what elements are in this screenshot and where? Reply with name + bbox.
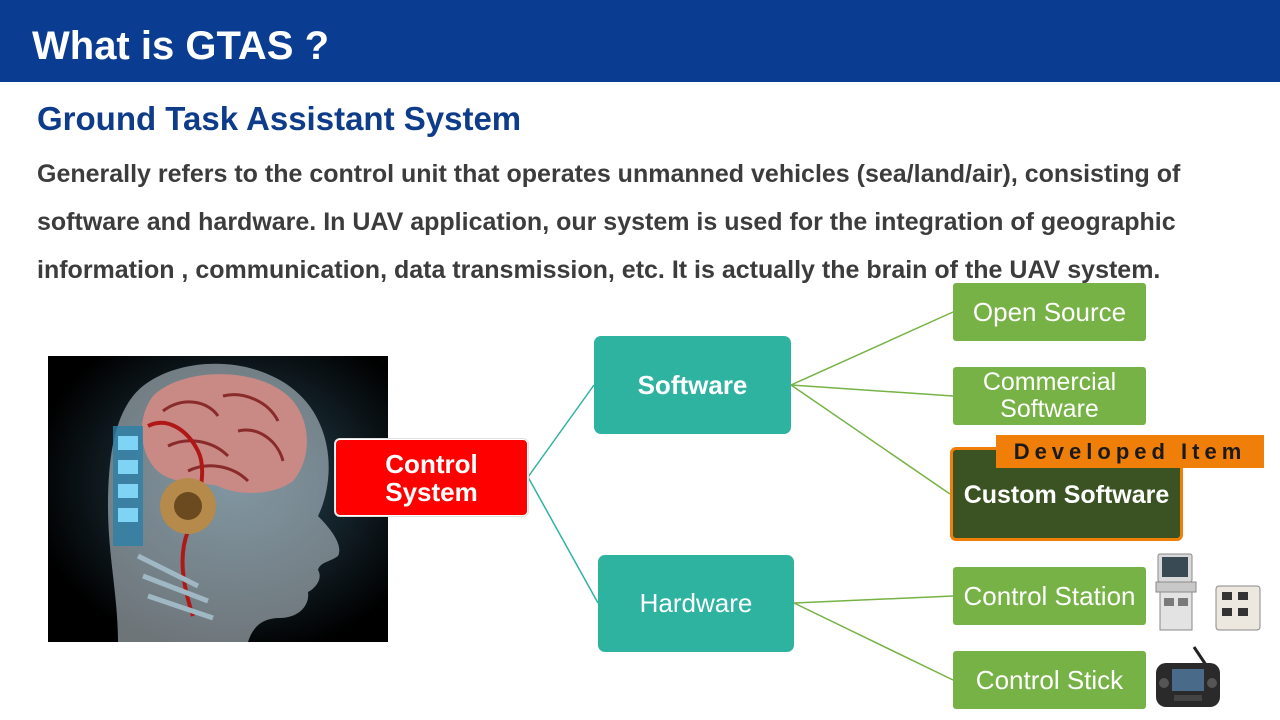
link-hardware-station [793, 595, 954, 604]
cyborg-head-image [48, 356, 388, 642]
node-control-stick-label: Control Stick [975, 664, 1124, 695]
node-control-stick: Control Stick [953, 651, 1146, 709]
node-control-system-line1: Control [385, 448, 478, 479]
link-root-software [527, 384, 595, 478]
link-software-open [790, 311, 954, 386]
link-hardware-stick [793, 602, 954, 681]
link-software-commercial [790, 384, 954, 397]
title-bar: What is GTAS ? [0, 0, 1280, 82]
subtitle: Ground Task Assistant System [37, 100, 522, 137]
node-hardware-label: Hardware [639, 588, 753, 618]
node-software-label: Software [637, 369, 748, 400]
handheld-controller-device-image [1156, 646, 1220, 707]
node-open-source-label: Open Source [972, 296, 1127, 327]
node-control-station: Control Station [953, 567, 1146, 625]
node-commercial-line1: Commercial [982, 368, 1117, 396]
node-commercial-software: Commercial Software [953, 367, 1146, 425]
developed-item-badge: Developed Item [996, 435, 1264, 468]
node-commercial-line2: Software [1000, 395, 1099, 423]
node-open-source: Open Source [953, 283, 1146, 341]
link-root-hardware [527, 476, 599, 604]
control-station-device-image [1155, 553, 1261, 631]
node-control-system: Control System [335, 439, 528, 516]
node-hardware: Hardware [598, 555, 794, 652]
node-control-station-label: Control Station [963, 580, 1136, 611]
node-custom-software-label: Custom Software [963, 480, 1170, 509]
page-title: What is GTAS ? [32, 24, 330, 68]
node-software: Software [594, 336, 791, 434]
description: Generally refers to the control unit tha… [37, 160, 1181, 284]
node-control-system-line2: System [385, 476, 478, 507]
link-software-custom [790, 384, 951, 495]
